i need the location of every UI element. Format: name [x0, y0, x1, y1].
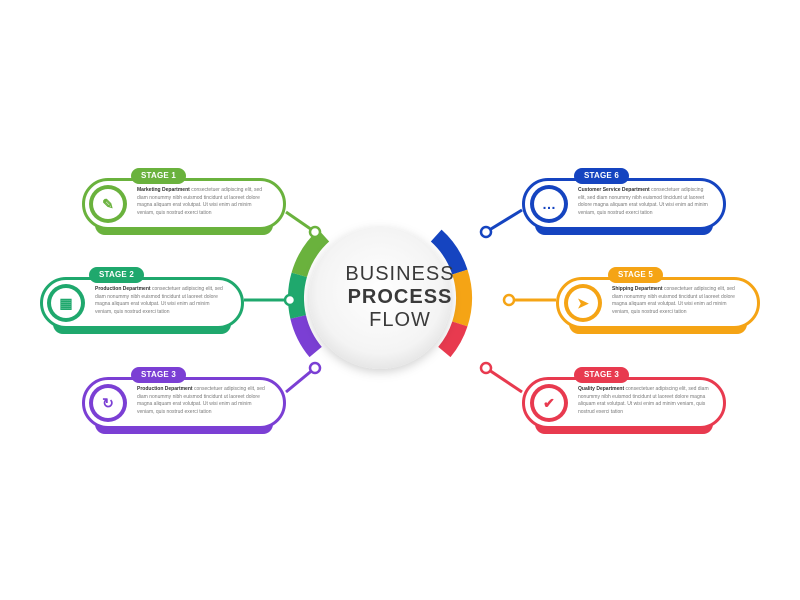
quality-report-icon: ✔	[530, 384, 568, 422]
stage-body: consectetuer adipiscing elit, sed diam n…	[95, 286, 223, 315]
connector-line	[285, 366, 316, 394]
center-circle	[309, 227, 451, 369]
stage-card-quality: STAGE 3 ✔ Quality Department consectetue…	[522, 367, 726, 434]
icon-glyph: ↻	[93, 388, 123, 418]
icon-glyph: ➤	[568, 288, 598, 318]
stage-title: Shipping Department	[612, 286, 663, 292]
stage-description: Quality Department consectetuer adipisci…	[578, 386, 710, 416]
icon-glyph: …	[534, 189, 564, 219]
connector-line	[485, 366, 523, 394]
refresh-cycle-icon: ↻	[89, 384, 127, 422]
center-title-line2: PROCESS	[347, 286, 453, 308]
connector-dot	[502, 293, 516, 307]
stage-title: Production Department	[95, 286, 151, 292]
arc-stage-3-left	[290, 315, 322, 358]
arc-stage-2	[288, 272, 307, 319]
stage-card-shipping: STAGE 5 ➤ Shipping Department consectetu…	[556, 267, 760, 334]
stage-card-marketing: STAGE 1 ✎ Marketing Department consectet…	[82, 168, 286, 235]
stage-body: consectetuer adipiscing elit, sed diam n…	[578, 386, 709, 415]
connector-dot	[479, 361, 493, 375]
stage-description: Production Department consectetuer adipi…	[95, 286, 227, 316]
stage-card-production: STAGE 2 ▦ Production Department consecte…	[40, 267, 244, 334]
connector-dot	[479, 225, 493, 239]
center-title-line3: FLOW	[369, 309, 431, 331]
stage-description: Marketing Department consectetuer adipis…	[137, 187, 269, 217]
paper-plane-icon: ➤	[564, 284, 602, 322]
arc-stage-3-right	[438, 321, 468, 358]
stage-badge: STAGE 1	[131, 168, 187, 184]
connector-dot	[283, 293, 297, 307]
stage-title: Quality Department	[578, 386, 625, 392]
stage-title: Customer Service Department	[578, 187, 650, 193]
connector-line	[485, 208, 523, 234]
calendar-check-icon: ▦	[47, 284, 85, 322]
stage-description: Shipping Department consectetuer adipisc…	[612, 286, 744, 316]
clipboard-edit-icon: ✎	[89, 185, 127, 223]
stage-card-production-2: STAGE 3 ↻ Production Department consecte…	[82, 367, 286, 434]
center-title: BUSINESS PROCESS FLOW	[325, 263, 475, 332]
stage-card-customer-service: STAGE 6 … Customer Service Department co…	[522, 168, 726, 235]
stage-body: consectetuer adipiscing elit, sed diam n…	[137, 386, 265, 415]
connector-dot	[308, 225, 322, 239]
chat-support-icon: …	[530, 185, 568, 223]
stage-description: Customer Service Department consectetuer…	[578, 187, 710, 217]
stage-badge: STAGE 6	[573, 168, 629, 184]
stage-badge: STAGE 3	[131, 367, 187, 383]
stage-title: Production Department	[137, 386, 193, 392]
arc-stage-1	[291, 229, 330, 278]
stage-body: consectetuer adipiscing elit, sed diam n…	[612, 286, 735, 315]
stage-title: Marketing Department	[137, 187, 190, 193]
connector-dot	[308, 361, 322, 375]
stage-description: Production Department consectetuer adipi…	[137, 386, 269, 416]
arc-stage-5	[452, 269, 472, 327]
stage-body: consectetuer adipiscing elit, sed diam n…	[578, 187, 708, 216]
center-title-line1: BUSINESS	[345, 263, 455, 285]
arc-stage-6	[430, 229, 468, 275]
stage-badge: STAGE 5	[607, 267, 663, 283]
icon-glyph: ✔	[534, 388, 564, 418]
icon-glyph: ▦	[51, 288, 81, 318]
icon-glyph: ✎	[93, 189, 123, 219]
stage-badge: STAGE 3	[573, 367, 629, 383]
stage-body: consectetuer adipiscing elit, sed diam n…	[137, 187, 263, 216]
stage-badge: STAGE 2	[89, 267, 145, 283]
